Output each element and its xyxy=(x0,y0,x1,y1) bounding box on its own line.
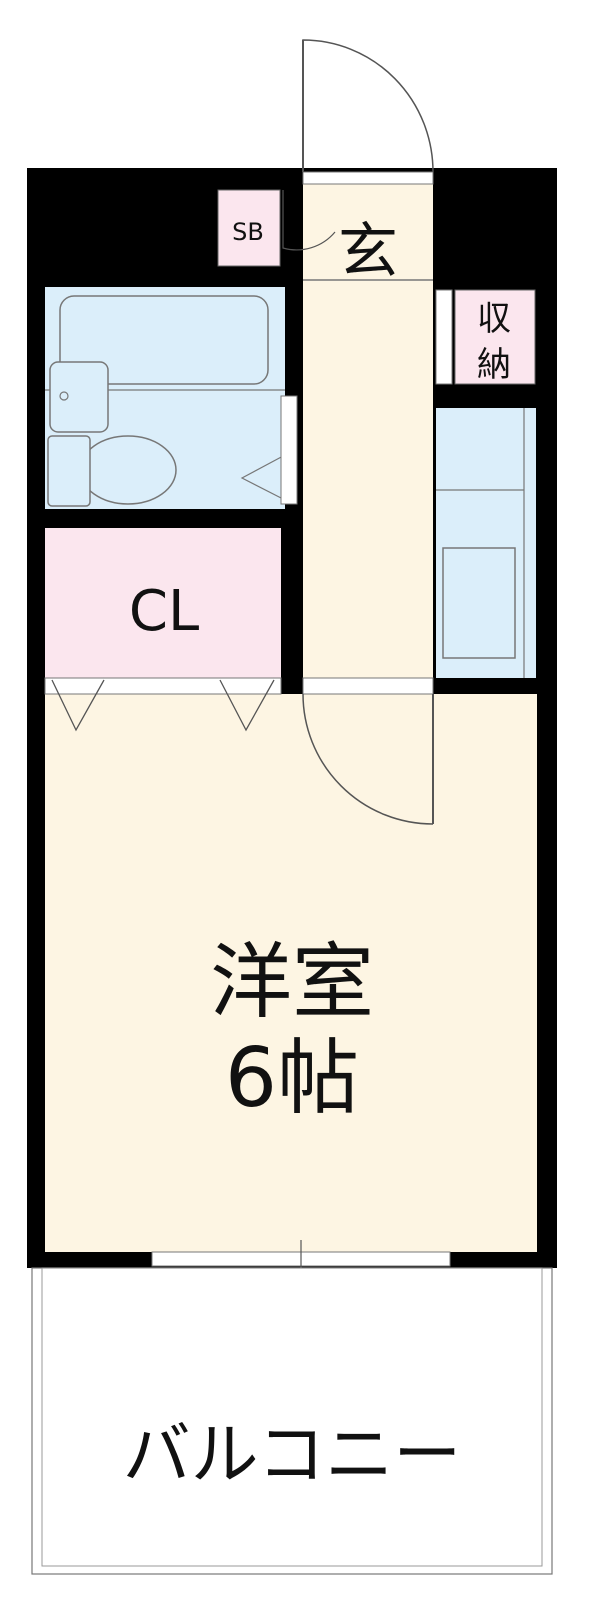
room-door-strip xyxy=(302,677,434,695)
label-storage-1: 収 xyxy=(477,299,511,339)
label-storage-2: 納 xyxy=(477,345,511,385)
hallway-floor xyxy=(303,184,433,680)
shoe-box-door xyxy=(282,190,336,251)
entrance-door xyxy=(302,39,434,173)
label-shoe-box: SB xyxy=(232,218,264,246)
label-western-room-size: 6帖 xyxy=(225,1031,359,1126)
kitchen-sink xyxy=(442,547,516,659)
bathtub xyxy=(59,295,269,385)
closet-door-right xyxy=(219,679,275,732)
bathroom-door-jamb xyxy=(280,395,298,505)
closet-door-left xyxy=(51,679,105,732)
western-room-floor xyxy=(45,694,537,1252)
storage-door-strip xyxy=(435,289,453,385)
shoe-box xyxy=(217,189,281,267)
bathroom-door xyxy=(240,454,286,501)
room-door xyxy=(302,693,434,825)
label-balcony: バルコニー xyxy=(123,1416,462,1495)
toilet-tank xyxy=(47,435,91,507)
toilet-bowl xyxy=(79,435,177,505)
washbasin-drain xyxy=(59,391,69,401)
closet-floor xyxy=(45,528,281,678)
label-western-room: 洋室 xyxy=(210,935,374,1030)
washbasin xyxy=(49,361,109,433)
entrance-threshold xyxy=(302,171,434,185)
storage-floor xyxy=(454,289,536,385)
balcony-inner xyxy=(41,1267,543,1567)
balcony xyxy=(31,1267,553,1575)
label-closet: CL xyxy=(129,579,199,644)
closet-door-strip xyxy=(44,677,282,695)
label-entrance: 玄 xyxy=(338,217,398,287)
